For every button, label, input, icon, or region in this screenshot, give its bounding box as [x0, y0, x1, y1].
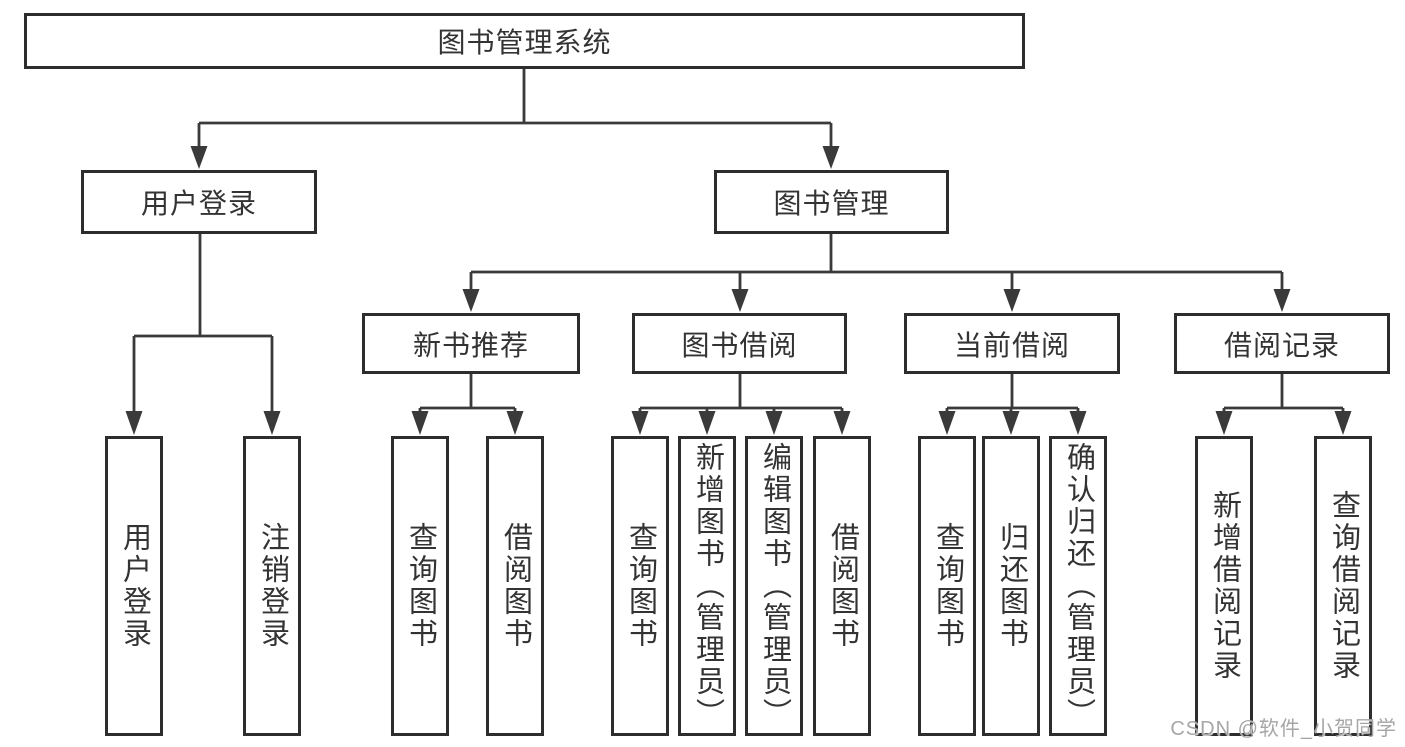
leaf-current-query-books: 查询图书: [918, 436, 976, 736]
leaf-return-books: 归还图书: [982, 436, 1040, 736]
leaf-newbook-borrow-books-label: 借阅图书: [499, 522, 532, 650]
leaf-logout: 注销登录: [243, 436, 301, 736]
node-borrow-records: 借阅记录: [1174, 313, 1390, 374]
node-book-borrowing: 图书借阅: [632, 313, 847, 374]
leaf-current-query-books-label: 查询图书: [931, 522, 964, 650]
node-book-management-label: 图书管理: [773, 188, 890, 219]
node-root: 图书管理系统: [24, 13, 1025, 69]
node-user-login: 用户登录: [81, 170, 317, 234]
leaf-borrow-query-books: 查询图书: [611, 436, 669, 736]
leaf-newbook-query-books-label: 查询图书: [404, 522, 437, 650]
leaf-query-borrow-record: 查询借阅记录: [1314, 436, 1372, 736]
node-borrow-records-label: 借阅记录: [1223, 329, 1340, 361]
leaf-user-login: 用户登录: [105, 436, 163, 736]
node-current-borrowing-label: 当前借阅: [953, 329, 1070, 361]
leaf-borrow-books-label: 借阅图书: [826, 522, 859, 650]
leaf-add-borrow-record: 新增借阅记录: [1195, 436, 1253, 736]
leaf-borrow-query-books-label: 查询图书: [624, 522, 657, 650]
node-root-label: 图书管理系统: [437, 27, 612, 58]
leaf-borrow-books: 借阅图书: [813, 436, 871, 736]
node-book-borrowing-label: 图书借阅: [681, 329, 798, 361]
leaf-confirm-return-admin: 确认归还（管理员）: [1049, 436, 1107, 736]
leaf-user-login-label: 用户登录: [118, 522, 151, 650]
node-user-login-label: 用户登录: [140, 188, 257, 219]
leaf-confirm-return-admin-label: 确认归还（管理员）: [1062, 442, 1095, 730]
leaf-add-borrow-record-label: 新增借阅记录: [1208, 490, 1241, 682]
leaf-newbook-query-books: 查询图书: [391, 436, 449, 736]
node-book-management: 图书管理: [714, 170, 949, 234]
leaf-edit-books-admin-label: 编辑图书（管理员）: [758, 442, 791, 730]
node-new-book-recommend-label: 新书推荐: [412, 329, 529, 361]
leaf-add-books-admin: 新增图书（管理员）: [678, 436, 736, 736]
leaf-return-books-label: 归还图书: [995, 522, 1028, 650]
leaf-edit-books-admin: 编辑图书（管理员）: [745, 436, 803, 736]
leaf-newbook-borrow-books: 借阅图书: [486, 436, 544, 736]
leaf-add-books-admin-label: 新增图书（管理员）: [691, 442, 724, 730]
leaf-logout-label: 注销登录: [256, 522, 289, 650]
leaf-query-borrow-record-label: 查询借阅记录: [1327, 490, 1360, 682]
csdn-watermark: CSDN @软件_小贺同学: [1170, 718, 1397, 740]
node-new-book-recommend: 新书推荐: [362, 313, 580, 374]
node-current-borrowing: 当前借阅: [904, 313, 1120, 374]
